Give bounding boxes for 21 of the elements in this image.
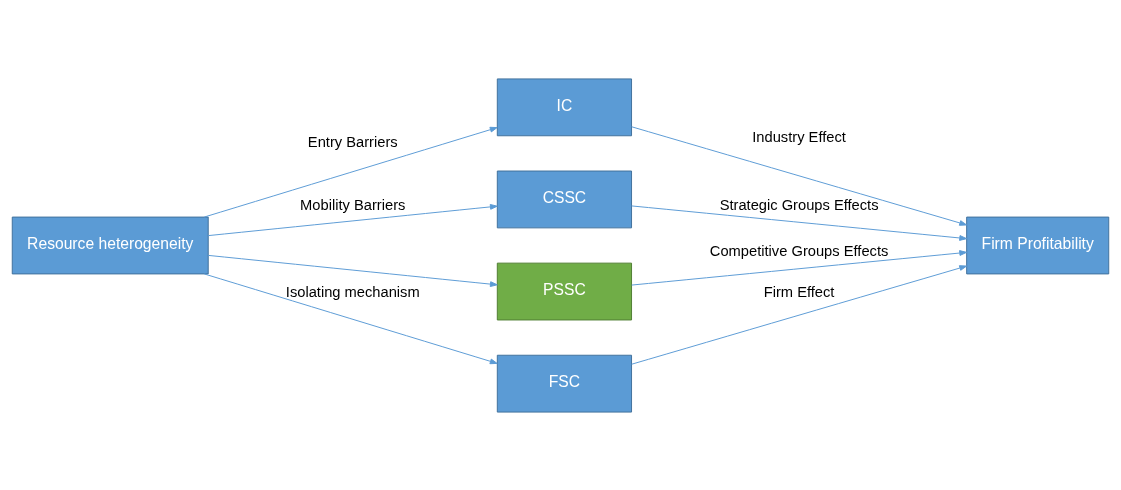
edge-label: Competitive Groups Effects: [709, 242, 889, 259]
node-box: Resource heterogeneity: [11, 216, 209, 274]
edge-label: Industry Effect: [752, 128, 846, 145]
edge-label: Strategic Groups Effects: [719, 196, 879, 213]
arrow: [631, 264, 968, 365]
arrow: [207, 203, 498, 236]
arrow: [203, 272, 498, 364]
node-box: FSC: [496, 354, 633, 413]
node-box: CSSC: [496, 170, 633, 228]
arrow: [207, 254, 498, 287]
arrow: [631, 125, 968, 226]
arrow: [203, 126, 498, 218]
edge-label: Firm Effect: [763, 283, 835, 300]
edge-label: Mobility Barriers: [300, 196, 406, 213]
edge-label: Isolating mechanism: [285, 283, 420, 300]
edge-label: Entry Barriers: [307, 133, 398, 150]
node-box: IC: [496, 77, 633, 136]
arrow: [631, 249, 968, 286]
node-box: Firm Profitability: [966, 216, 1110, 274]
arrow: [631, 204, 968, 241]
node-box: PSSC: [496, 262, 633, 320]
